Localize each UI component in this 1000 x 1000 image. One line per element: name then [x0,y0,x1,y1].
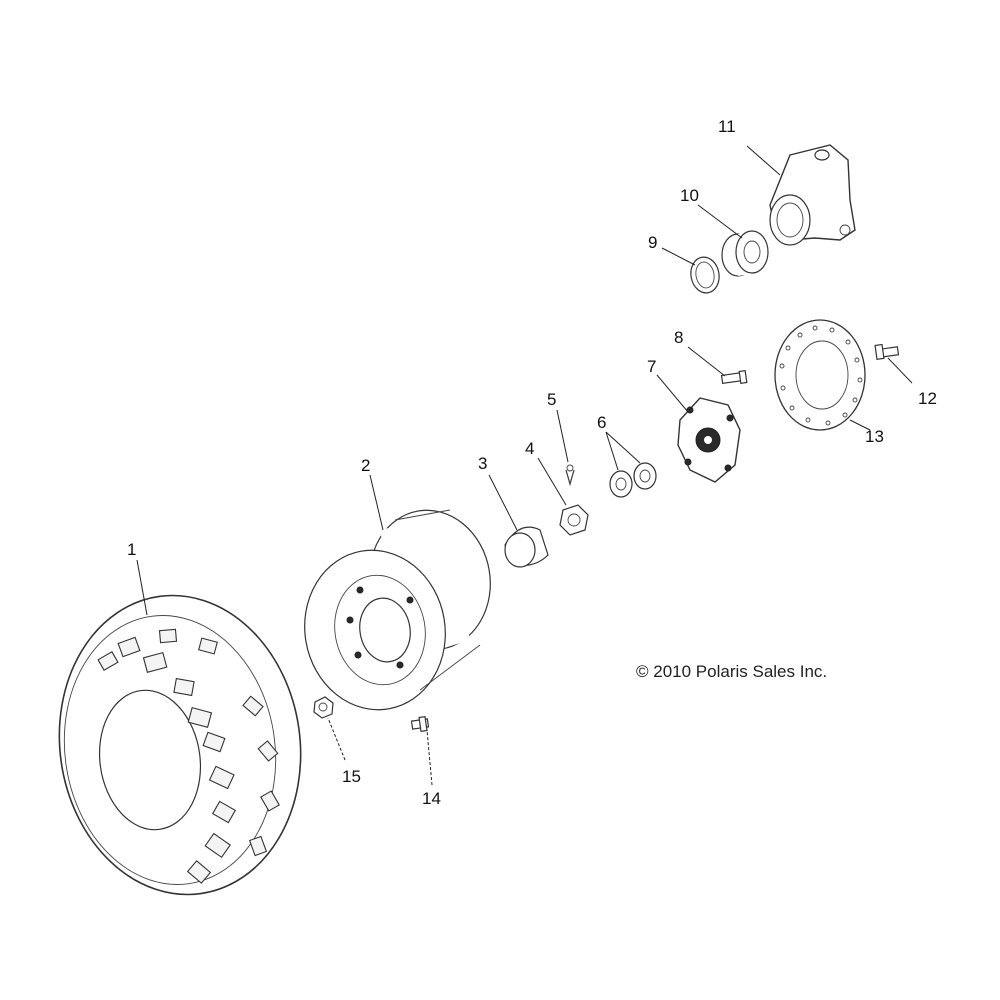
callout-13-leader [849,419,871,431]
callout-5-leader [556,409,569,463]
callout-7: 7 [647,357,656,376]
washers-illustration [610,463,656,497]
tire-illustration [40,580,319,910]
brake-disc-illustration [775,320,865,430]
callout-1-leader [136,559,148,616]
callout-3-leader [488,474,518,531]
callout-11-leader [746,145,781,176]
bearing-illustration [722,231,768,276]
wheel-rim-illustration [292,501,501,721]
callout-4-leader [537,457,567,506]
callout-6: 6 [597,413,606,432]
callout-11: 11 [718,117,736,136]
valve-stem-bolt-illustration [412,717,429,732]
hub-cap-illustration [505,527,548,567]
callout-2: 2 [361,456,370,475]
callout-10-leader [697,204,743,239]
callout-14: 14 [422,789,441,808]
callout-8-leader [687,346,726,377]
brake-disc-bolt-illustration [875,345,898,360]
cotter-pin-illustration [566,465,574,484]
callout-7-leader [656,374,689,413]
bearing-carrier-illustration [770,145,855,245]
castle-nut-illustration [560,505,588,535]
callout-15-leader [327,717,346,761]
callout-6b-leader [605,431,641,464]
callout-14-leader [426,729,433,786]
hub-stud-illustration [722,371,747,384]
callout-12: 12 [918,389,937,408]
retaining-ring-illustration [688,255,722,295]
wheel-hub-illustration [678,398,740,482]
lug-nut-illustration [314,697,333,718]
callout-15: 15 [342,767,361,786]
callout-8: 8 [674,328,683,347]
callout-10: 10 [680,186,699,205]
callout-13: 13 [865,427,884,446]
copyright-notice: © 2010 Polaris Sales Inc. [636,662,828,681]
callout-12-leader [887,357,913,384]
callout-9: 9 [648,233,657,252]
callout-3: 3 [478,454,487,473]
callout-4: 4 [525,439,534,458]
callout-5: 5 [547,390,556,409]
callout-2-leader [369,474,384,531]
callout-9-leader [661,247,696,266]
callout-1: 1 [127,540,136,559]
callout-6a-leader [605,431,619,471]
